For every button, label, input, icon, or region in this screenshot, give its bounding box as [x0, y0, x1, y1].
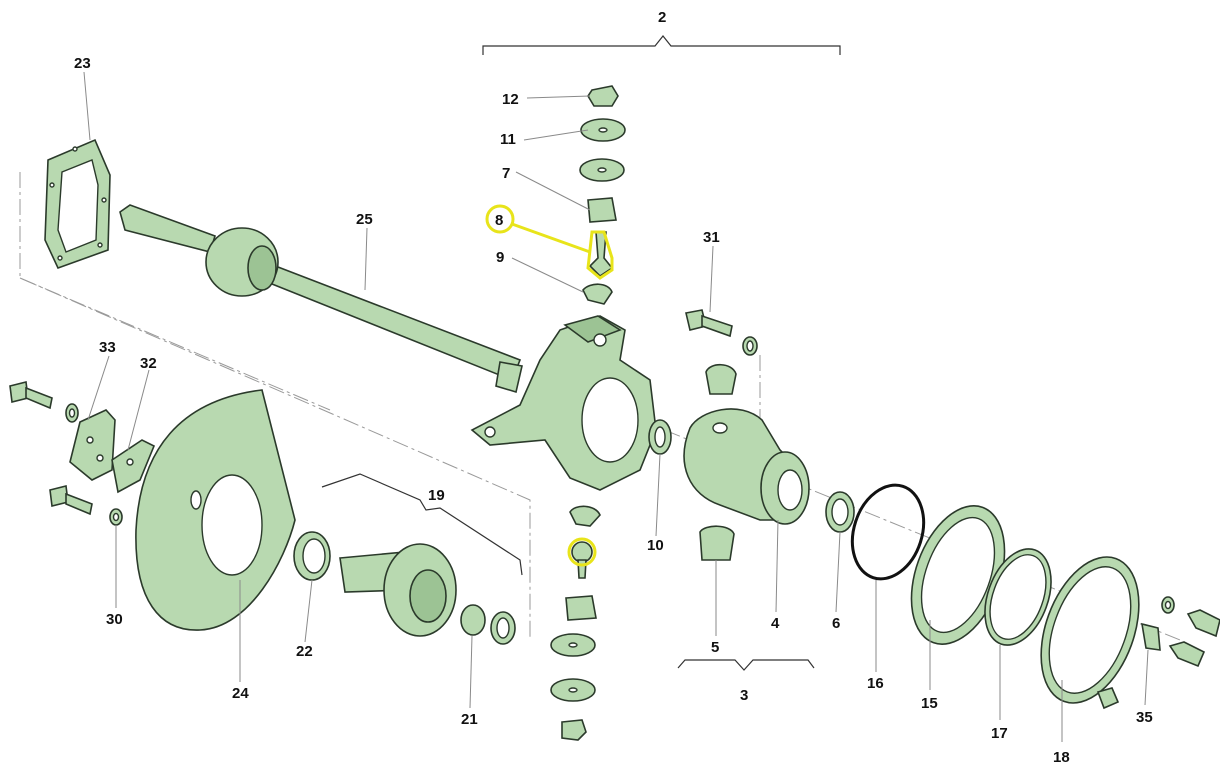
part-knuckle — [470, 315, 657, 491]
label-25: 25 — [356, 211, 373, 228]
label-5: 5 — [711, 639, 719, 656]
assembly-axes — [19, 172, 1181, 641]
brace-3 — [677, 659, 815, 671]
part-25-drive-shaft — [119, 204, 523, 394]
part-24-dust-shield — [135, 389, 296, 631]
label-23: 23 — [74, 55, 91, 72]
part-19-hub — [339, 543, 516, 645]
label-4: 4 — [771, 615, 780, 632]
part-7-nut — [587, 197, 617, 223]
part-32-bracket — [111, 439, 156, 494]
part-3-housing — [683, 363, 810, 561]
label-18: 18 — [1053, 749, 1070, 766]
part-12-nut — [587, 85, 619, 107]
part-33-bracket — [69, 409, 116, 481]
part-6-seal — [825, 491, 855, 533]
label-32: 32 — [140, 355, 157, 372]
label-9: 9 — [496, 249, 504, 266]
part-31-bolt — [685, 309, 758, 356]
label-17: 17 — [991, 725, 1008, 742]
part-11-washer — [580, 118, 626, 142]
label-16: 16 — [867, 675, 884, 692]
label-8: 8 — [495, 212, 503, 229]
part-bolts-left — [9, 381, 123, 526]
part-15-flange-plate — [910, 505, 1006, 645]
part-18-cover — [1040, 556, 1140, 704]
part-22-ring — [293, 531, 331, 581]
part-9-cap — [582, 283, 613, 305]
label-3: 3 — [740, 687, 748, 704]
label-6: 6 — [832, 615, 840, 632]
label-10: 10 — [647, 537, 664, 554]
label-19: 19 — [428, 487, 445, 504]
part-8-highlight — [485, 204, 614, 567]
label-35: 35 — [1136, 709, 1153, 726]
label-31: 31 — [703, 229, 720, 246]
part-labels: 2 12 11 7 8 9 23 25 31 33 32 19 10 30 22… — [74, 9, 1153, 766]
label-33: 33 — [99, 339, 116, 356]
leader-lines — [83, 71, 1149, 742]
label-12: 12 — [502, 91, 519, 108]
part-17-ring — [984, 548, 1052, 646]
part-16-o-ring — [850, 483, 926, 581]
part-lower-stack — [550, 595, 597, 741]
label-7: 7 — [502, 165, 510, 182]
part-lower-cap — [569, 505, 601, 527]
label-2: 2 — [658, 9, 666, 26]
brace-19 — [321, 473, 523, 576]
part-bolts-right — [1096, 596, 1220, 710]
label-22: 22 — [296, 643, 313, 660]
label-21: 21 — [461, 711, 478, 728]
brace-2 — [482, 35, 841, 55]
label-15: 15 — [921, 695, 938, 712]
part-8-ball-pin — [588, 231, 614, 278]
label-24: 24 — [232, 685, 249, 702]
part-lower-ball-pin — [571, 541, 593, 579]
label-30: 30 — [106, 611, 123, 628]
part-10-ring — [648, 419, 672, 455]
label-11: 11 — [500, 131, 516, 148]
part-23-gasket — [44, 138, 111, 270]
part-7-washer — [579, 158, 625, 182]
